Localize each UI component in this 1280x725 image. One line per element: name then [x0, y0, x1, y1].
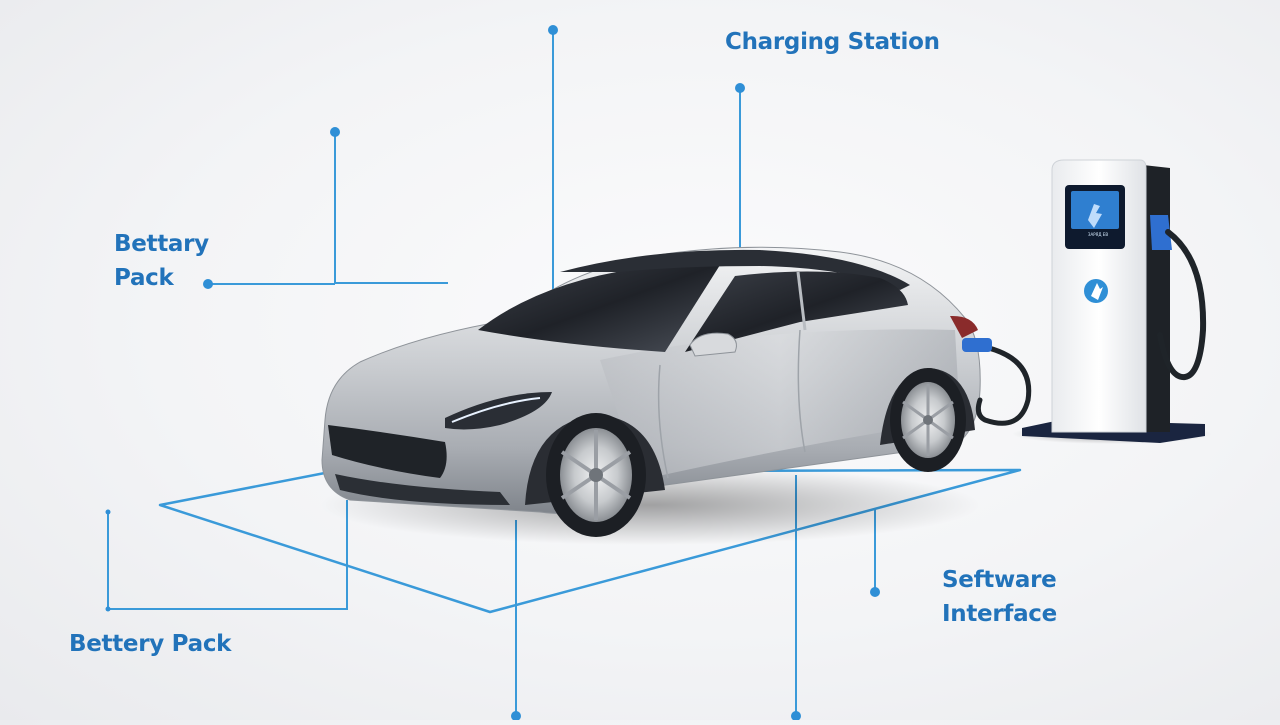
dot-marker-icon	[203, 279, 213, 289]
station-back-panel	[1143, 165, 1170, 432]
car-front-wheel	[546, 413, 646, 537]
label-battery-pack-top-line2: Pack	[114, 265, 174, 291]
dot-marker-icon	[870, 587, 880, 597]
dot-marker-icon	[791, 711, 801, 721]
label-battery-pack-top: Bettary Pack	[114, 227, 209, 295]
dot-marker-icon	[548, 25, 558, 35]
leader-line-battery-top	[334, 132, 448, 284]
electric-car-illustration	[320, 246, 1032, 545]
marker-dots	[105, 25, 880, 721]
car-headlight	[445, 392, 552, 430]
charging-cable	[972, 342, 1032, 426]
dot-marker-icon	[105, 606, 111, 612]
car-windshield	[478, 264, 720, 352]
label-charging-station: Charging Station	[725, 25, 940, 59]
station-screen-text: ЗАРЯД ЕВ	[1087, 232, 1109, 237]
label-software-interface: Seftware Interface	[942, 563, 1057, 631]
plug-icon	[1088, 204, 1102, 228]
car-mirror	[689, 332, 737, 357]
car-grille	[328, 425, 447, 478]
cable-connector	[962, 338, 992, 352]
dot-marker-icon	[330, 127, 340, 137]
station-holster	[1150, 215, 1172, 250]
floor-platform-outline	[158, 468, 1022, 614]
car-rear-wheel	[890, 368, 966, 472]
dot-marker-icon	[105, 509, 111, 515]
dot-marker-icon	[735, 83, 745, 93]
label-software-interface-line1: Seftware	[942, 567, 1057, 593]
car-side-windows	[685, 271, 908, 352]
label-battery-pack-bottom: Bettery Pack	[69, 627, 231, 661]
station-cable	[1157, 229, 1207, 380]
label-charging-station-text: Charging Station	[725, 29, 940, 55]
label-battery-pack-top-line1: Bettary	[114, 231, 209, 257]
label-software-interface-line2: Interface	[942, 601, 1057, 627]
charging-station	[1012, 159, 1212, 444]
dot-marker-icon	[511, 711, 521, 721]
label-battery-pack-bottom-text: Bettery Pack	[69, 631, 232, 657]
leader-line-battery-bottom	[107, 500, 348, 610]
